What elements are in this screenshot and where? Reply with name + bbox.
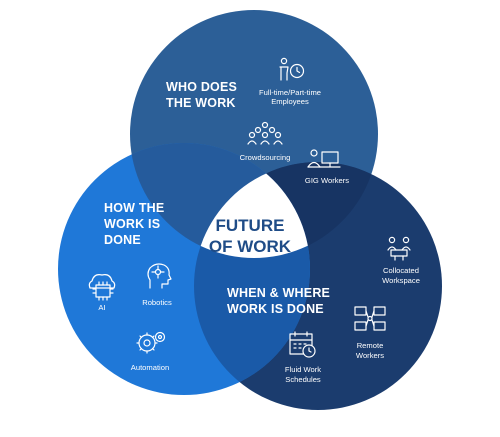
- employees-label-line2: Employees: [271, 97, 309, 106]
- collocated-label-line1: Collocated: [383, 266, 419, 275]
- center-title-line2: OF WORK: [209, 237, 292, 256]
- center-title-line1: FUTURE: [216, 216, 285, 235]
- calendar-clock-icon: [289, 331, 316, 358]
- top-heading-line2: THE WORK: [166, 96, 236, 110]
- top-heading-line1: WHO DOES: [166, 80, 237, 94]
- crowdsourcing-label: Crowdsourcing: [240, 153, 291, 162]
- clock-person-icon: [279, 57, 305, 81]
- ai-label: AI: [98, 303, 105, 312]
- gears-icon: [136, 331, 166, 354]
- desk-worker-icon: [307, 149, 341, 168]
- employees-label-line1: Full-time/Part-time: [259, 88, 321, 97]
- robotics-label: Robotics: [142, 298, 172, 307]
- gig-workers-label: GIG Workers: [305, 176, 349, 185]
- meeting-icon: [387, 236, 411, 261]
- left-heading-line1: HOW THE: [104, 201, 164, 215]
- crowd-icon: [247, 121, 283, 145]
- right-heading-line2: WORK IS DONE: [227, 302, 324, 316]
- remote-label-line1: Remote: [357, 341, 384, 350]
- collocated-label-line2: Workspace: [382, 276, 420, 285]
- ai-chip-icon: [88, 274, 116, 301]
- remote-screens-icon: [354, 306, 386, 331]
- center-region: [194, 162, 310, 258]
- remote-label-line2: Workers: [356, 351, 384, 360]
- automation-label: Automation: [131, 363, 169, 372]
- left-heading-line3: DONE: [104, 233, 141, 247]
- right-heading-line1: WHEN & WHERE: [227, 286, 330, 300]
- fluid-label-line2: Schedules: [285, 375, 321, 384]
- left-heading-line2: WORK IS: [104, 217, 160, 231]
- robot-head-icon: [147, 263, 172, 289]
- fluid-label-line1: Fluid Work: [285, 365, 321, 374]
